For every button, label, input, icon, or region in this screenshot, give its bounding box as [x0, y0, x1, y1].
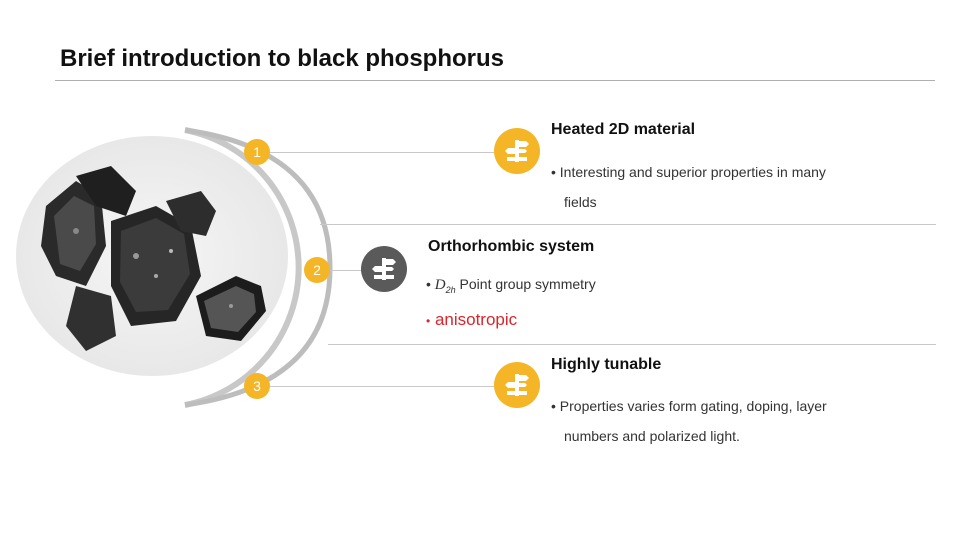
item-1-signpost-icon	[494, 128, 540, 174]
point-group-subscript: 2h	[445, 284, 456, 295]
point-group-symbol: D	[434, 277, 446, 293]
item-number-3: 3	[244, 373, 270, 399]
page-title: Brief introduction to black phosphorus	[60, 45, 504, 72]
title-divider	[55, 80, 935, 81]
signpost-icon	[505, 374, 529, 396]
item-1-heading: Heated 2D material	[551, 121, 696, 138]
item-1-connector	[270, 152, 495, 153]
crystals-illustration	[41, 166, 266, 351]
point-group-line: • D2h Point group symmetry	[426, 276, 596, 295]
item-1-bullet-cont: fields	[564, 194, 597, 210]
signpost-icon	[372, 258, 396, 280]
black-phosphorus-photo	[16, 136, 288, 376]
item-number-1: 1	[244, 139, 270, 165]
anisotropic-text: anisotropic	[434, 310, 518, 329]
divider-1	[320, 224, 936, 225]
item-3-heading: Highly tunable	[551, 356, 662, 373]
item-3-bullet-cont: numbers and polarized light.	[564, 428, 740, 444]
item-3-signpost-icon	[494, 362, 540, 408]
item-2-heading: Orthorhombic system	[428, 238, 595, 255]
item-number-2: 2	[304, 257, 330, 283]
point-group-text: Point group symmetry	[459, 276, 596, 292]
item-2-connector	[330, 270, 362, 271]
item-1-bullet: • Interesting and superior properties in…	[551, 164, 826, 180]
divider-2	[328, 344, 936, 345]
signpost-icon	[505, 140, 529, 162]
anisotropic-highlight: • anisotropic	[426, 310, 518, 329]
item-3-bullet: • Properties varies form gating, doping,…	[551, 398, 827, 414]
item-2-signpost-icon	[361, 246, 407, 292]
item-3-connector	[270, 386, 495, 387]
